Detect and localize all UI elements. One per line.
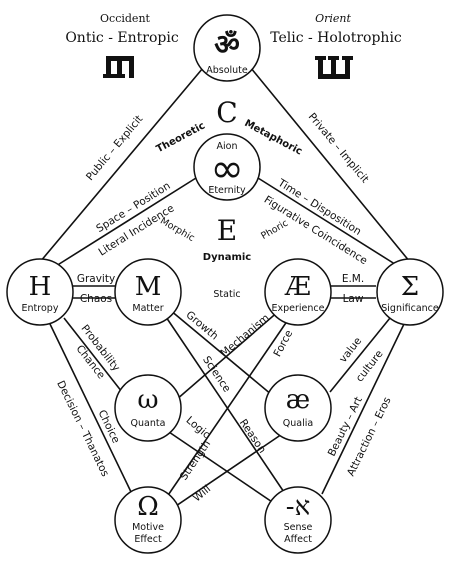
c-letter: C: [216, 96, 237, 129]
motive-symbol: Ω: [137, 492, 159, 522]
significance-symbol: Σ: [401, 272, 419, 302]
gravity-label: Gravity: [77, 273, 115, 285]
phoric-label: Phoric: [259, 218, 290, 242]
aion-label: Aion: [217, 141, 238, 152]
chaos-label: Chaos: [80, 293, 112, 305]
affect-label: Affect: [284, 534, 312, 545]
mechanism-label: Mechanism: [218, 312, 271, 360]
e-letter: E: [217, 214, 237, 247]
eternity-label: Eternity: [208, 185, 246, 196]
line-absolute-entropy: [39, 61, 209, 263]
header-right: Orient Telic - Holotrophic: [270, 12, 402, 79]
experience-label: Experience: [272, 303, 325, 314]
significance-label: Significance: [381, 303, 439, 314]
node-significance: Σ Significance: [376, 258, 444, 326]
infinity-icon: ∞: [210, 146, 243, 192]
absolute-label: Absolute: [206, 65, 248, 76]
culture-label: culture: [354, 348, 386, 384]
line-experience-quanta: [175, 309, 281, 401]
sense-label: Sense: [284, 522, 313, 533]
line-entropy-motive: [49, 323, 133, 495]
sense-symbol: -א: [286, 492, 310, 522]
node-aion: Aion ∞ Eternity: [193, 133, 261, 201]
line-aion-significance: [257, 177, 399, 267]
nodes: ॐ Absolute Aion ∞ Eternity H Entropy M M…: [6, 14, 444, 554]
line-matter-sense: [163, 313, 293, 505]
dynamic-label: Dynamic: [203, 252, 252, 263]
node-matter: M Matter: [114, 258, 182, 326]
line-significance-qualia: [329, 317, 391, 393]
line-entropy-quanta: [63, 317, 123, 393]
orient-label: Orient: [315, 12, 351, 25]
line-qualia-motive: [169, 429, 289, 511]
static-label: Static: [213, 289, 240, 300]
line-aion-entropy: [55, 177, 197, 267]
force-label: Force: [271, 328, 295, 359]
connection-lines: [39, 61, 411, 511]
line-matter-qualia: [169, 309, 279, 401]
hebrew-mem-icon: [103, 56, 134, 78]
node-qualia: æ Qualia: [264, 374, 332, 442]
node-absolute: ॐ Absolute: [193, 14, 261, 82]
telic-holotrophic-label: Telic - Holotrophic: [270, 30, 402, 46]
occident-label: Occident: [100, 12, 150, 25]
will-label: Will: [191, 483, 213, 504]
header-left: Occident Ontic - Entropic: [65, 12, 179, 78]
node-sense: -א Sense Affect: [264, 486, 332, 554]
node-experience: Æ Experience: [264, 258, 332, 326]
experience-symbol: Æ: [284, 272, 311, 302]
em-label: E.M.: [342, 273, 364, 285]
qualia-label: Qualia: [283, 418, 313, 429]
node-entropy: H Entropy: [6, 258, 74, 326]
line-quanta-sense: [165, 429, 285, 511]
reason-label: Reason: [237, 417, 268, 455]
quanta-symbol: ω: [137, 385, 158, 415]
line-experience-motive: [161, 313, 293, 505]
ontic-entropic-label: Ontic - Entropic: [65, 30, 178, 46]
decision-thanatos-label: Decision – Thanatos: [54, 379, 111, 479]
qualia-symbol: æ: [286, 385, 310, 415]
line-significance-sense: [321, 323, 405, 495]
value-label: value: [337, 335, 364, 365]
effect-label: Effect: [134, 534, 162, 545]
hebrew-shin-icon: [315, 56, 353, 79]
node-motive: Ω Motive Effect: [114, 486, 182, 554]
quanta-label: Quanta: [131, 418, 166, 429]
om-icon: ॐ: [214, 28, 240, 61]
entropy-label: Entropy: [22, 303, 59, 314]
matter-symbol: M: [135, 272, 162, 302]
law-label: Law: [343, 293, 364, 305]
node-quanta: ω Quanta: [114, 374, 182, 442]
line-absolute-significance: [245, 61, 411, 263]
strength-label: Strength: [178, 438, 213, 482]
matter-label: Matter: [132, 303, 163, 314]
motive-label: Motive: [132, 522, 164, 533]
entropy-symbol: H: [29, 272, 52, 302]
